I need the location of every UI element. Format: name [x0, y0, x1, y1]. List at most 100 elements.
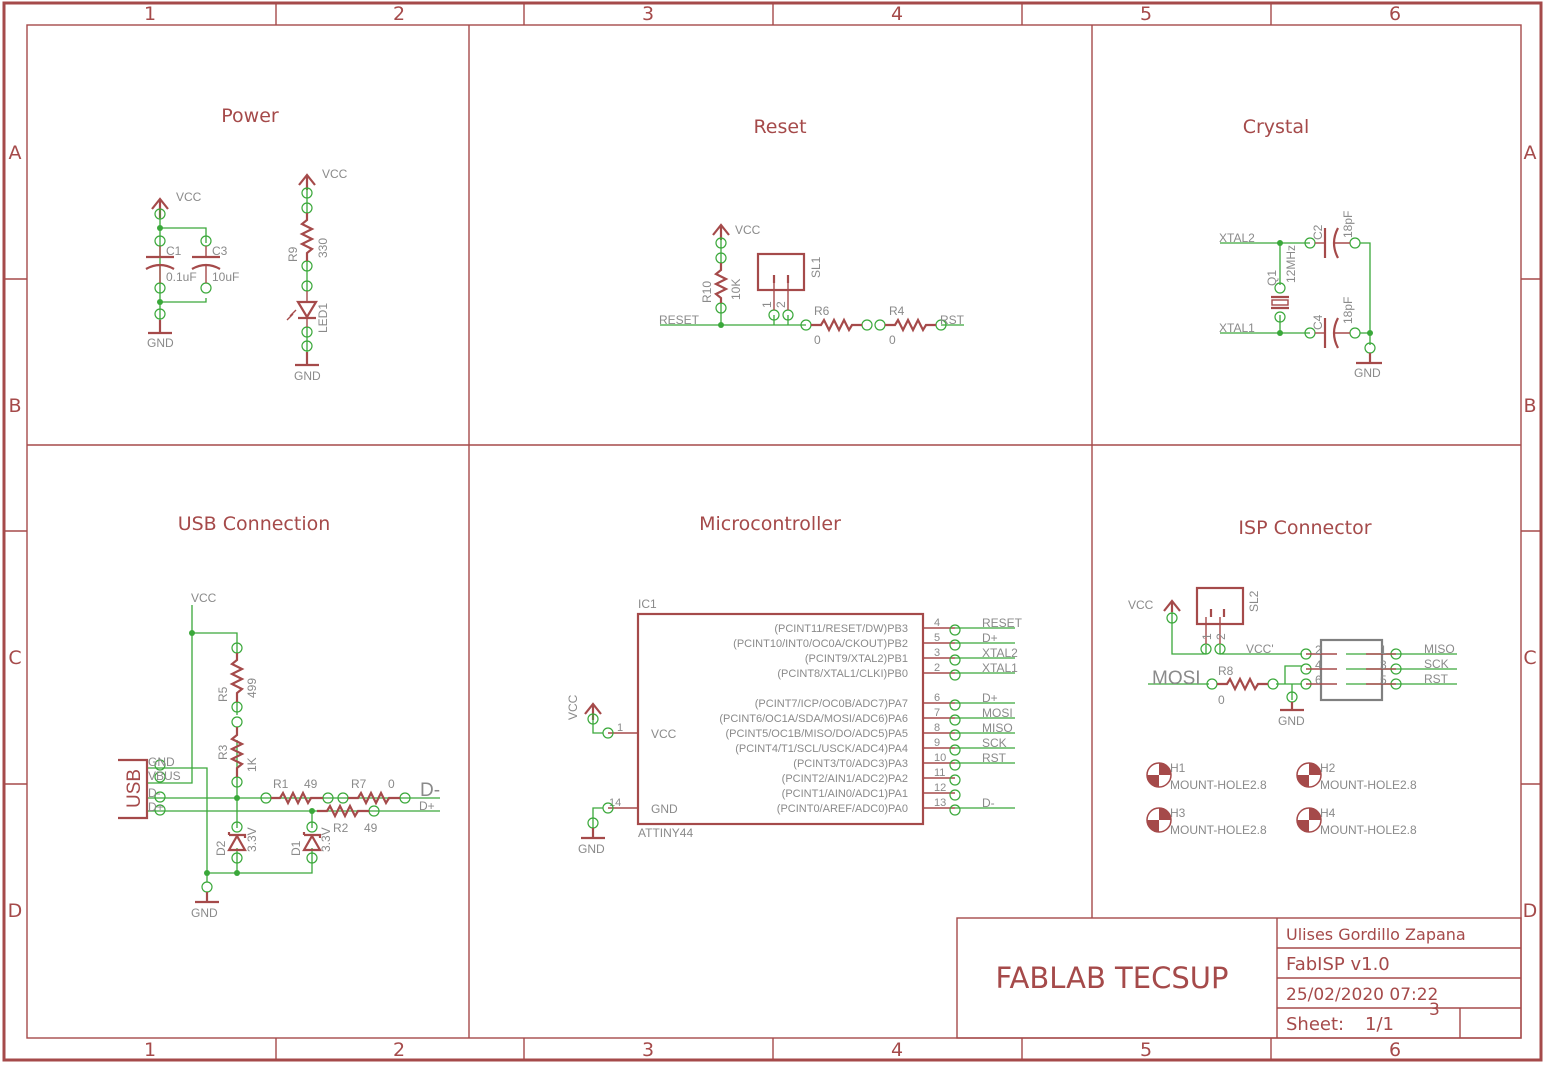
title-stray-digit: 3: [1429, 1000, 1440, 1020]
r2-name: R2: [333, 821, 349, 835]
column-label-4-bottom: 4: [891, 1039, 903, 1061]
r7-name: R7: [351, 777, 367, 791]
ic1-pin-number: 4: [934, 617, 940, 629]
r2-value: 49: [364, 821, 378, 835]
ic1-pin-number: 6: [934, 692, 940, 704]
q1-name: Q1: [1265, 270, 1279, 286]
c1-name: C1: [166, 244, 182, 258]
usb-connector: [118, 758, 149, 820]
title-sheet-value: 1/1: [1365, 1014, 1394, 1035]
junction: [1277, 240, 1283, 246]
column-label-2-bottom: 2: [393, 1039, 405, 1061]
net-label-rst: RST: [940, 313, 965, 327]
r8-name: R8: [1218, 664, 1234, 678]
gnd-label: GND: [191, 906, 218, 920]
row-label-c: C: [8, 647, 21, 669]
column-label-3: 3: [642, 3, 654, 25]
section-title-microcontroller: Microcontroller: [699, 513, 841, 535]
resistor-r5: [229, 653, 245, 702]
junction: [157, 299, 163, 305]
ic1-pin-function: (PCINT0/AREF/ADC0)PA0: [777, 803, 908, 815]
r4-name: R4: [889, 304, 905, 318]
net-label-dminus: D-: [420, 780, 440, 801]
r6-name: R6: [814, 304, 830, 318]
c3-name: C3: [212, 244, 228, 258]
row-label-d-right: D: [1523, 900, 1538, 922]
r10-name: R10: [700, 281, 714, 303]
ic1-pin-number: 8: [934, 722, 940, 734]
r4-value: 0: [889, 333, 896, 347]
resistor-r7: [348, 790, 400, 806]
ic1-ref: IC1: [638, 597, 657, 611]
ic1-pin-pad: [949, 774, 961, 786]
ic1-pin-function: (PCINT5/OC1B/MISO/DO/ADC5)PA5: [725, 728, 908, 740]
ic1-net-label: MOSI: [982, 706, 1013, 720]
column-label-3-bottom: 3: [642, 1039, 654, 1061]
vcc-label: VCC: [322, 167, 348, 181]
row-label-b-right: B: [1523, 395, 1536, 417]
title-date: 25/02/2020 07:22: [1286, 985, 1438, 1005]
r7-value: 0: [388, 777, 395, 791]
mount-hole-h2: [1296, 762, 1322, 788]
ic1-vcc-pin-name: VCC: [651, 727, 677, 741]
usb-pin-gnd: GND: [148, 755, 175, 769]
ic1-net-label: XTAL1: [982, 661, 1018, 675]
title-sheet-label: Sheet:: [1286, 1014, 1344, 1035]
ic1-gnd-pin-name: GND: [651, 802, 678, 816]
junction: [204, 870, 210, 876]
h2-value: MOUNT-HOLE2.8: [1320, 778, 1417, 792]
ic1-pin-function: (PCINT2/AIN1/ADC2)PA2: [782, 773, 908, 785]
r9-name: R9: [286, 246, 300, 262]
d2-name: D2: [214, 840, 228, 856]
column-label-6-bottom: 6: [1389, 1039, 1401, 1061]
net-label-dplus: D+: [419, 799, 435, 813]
c4-name: C4: [1311, 314, 1325, 330]
q1-value: 12MHz: [1284, 245, 1298, 283]
section-title-isp: ISP Connector: [1238, 517, 1371, 539]
vcc-symbol: [1163, 599, 1181, 612]
resistor-r2: [317, 803, 369, 819]
resistor-r8: [1217, 676, 1268, 692]
capacitor-c4: [1315, 317, 1350, 349]
isp-pin-6: 6: [1315, 673, 1322, 687]
junction: [234, 870, 240, 876]
c2-value: 18pF: [1341, 211, 1355, 238]
isp-pin-3: 3: [1380, 658, 1387, 672]
r5-value: 499: [245, 678, 259, 698]
ic1-pin-pad: [949, 729, 961, 741]
section-title-crystal: Crystal: [1243, 116, 1310, 138]
isp-pin-4: 4: [1315, 658, 1322, 672]
ic1-pin-function: (PCINT7/ICP/OC0B/ADC7)PA7: [755, 698, 908, 710]
c3-value: 10uF: [212, 270, 239, 284]
junction: [1367, 330, 1373, 336]
title-project: FabISP v1.0: [1286, 954, 1390, 975]
ic1-pin-function: (PCINT8/XTAL1/CLKI)PB0: [777, 668, 908, 680]
ic1-net-label: RST: [982, 751, 1007, 765]
usb-connector-label: USB: [124, 769, 145, 808]
row-label-d: D: [8, 900, 23, 922]
crystal-q1: [1271, 295, 1289, 310]
usb-section: VCC USB GND VBUS D- D+ R5 499 R3 1K R1 4…: [118, 591, 440, 920]
net-label-vccp: VCC': [1246, 642, 1274, 656]
ic1-vcc-pin-num: 1: [617, 722, 623, 734]
zener-diode-d2: [227, 832, 247, 852]
net-label-miso: MISO: [1424, 642, 1455, 656]
h4-name: H4: [1320, 806, 1336, 820]
ic1-pin-number: 12: [934, 782, 946, 794]
gnd-label: GND: [294, 369, 321, 383]
sl1-name: SL1: [809, 256, 823, 278]
ic1-net-label: RESET: [982, 616, 1023, 630]
net-label-rst: RST: [1424, 672, 1449, 686]
ic1-pin-number: 13: [934, 797, 946, 809]
ic1-net-label: MISO: [982, 721, 1013, 735]
ic1-pin-pad: [949, 804, 961, 816]
vcc-label: VCC: [735, 223, 761, 237]
ic1-pin-pad: [949, 714, 961, 726]
mount-hole-h1: [1146, 762, 1172, 788]
ic1-net-label: D-: [982, 796, 995, 810]
